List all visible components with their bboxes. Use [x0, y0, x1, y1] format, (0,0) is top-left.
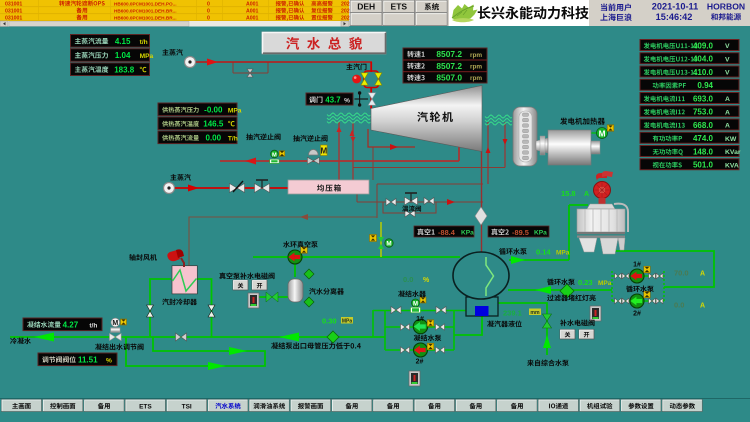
svg-text:MPa: MPa: [140, 53, 154, 60]
svg-text:2021-10-11: 2021-10-11: [652, 2, 699, 12]
svg-text:0.23: 0.23: [578, 278, 593, 287]
svg-text:4.27: 4.27: [63, 321, 79, 330]
svg-text:239.1: 239.1: [503, 309, 522, 318]
svg-text:KW: KW: [725, 136, 737, 143]
svg-text:70.0: 70.0: [674, 269, 689, 278]
svg-text:501.0: 501.0: [693, 161, 714, 170]
svg-text:753.0: 753.0: [693, 108, 714, 117]
svg-text:409.0: 409.0: [693, 41, 714, 50]
svg-text:11.51: 11.51: [78, 356, 98, 365]
svg-text:HORBON: HORBON: [707, 1, 745, 11]
svg-text:TSI: TSI: [182, 403, 192, 410]
svg-text:1#: 1#: [416, 316, 424, 323]
svg-text:146.5: 146.5: [203, 120, 224, 129]
svg-text:M: M: [320, 146, 327, 155]
svg-text:1.04: 1.04: [115, 51, 131, 60]
svg-text:V: V: [725, 70, 730, 77]
svg-text:M: M: [386, 241, 391, 248]
svg-text:410.0: 410.0: [693, 68, 714, 77]
svg-text:%: %: [344, 97, 350, 104]
svg-text:KPa: KPa: [461, 230, 474, 237]
svg-text:15.8: 15.8: [561, 189, 576, 198]
svg-text:MPa: MPa: [342, 318, 353, 324]
svg-text:-88.4: -88.4: [438, 228, 456, 237]
svg-text:-0.00: -0.00: [204, 106, 223, 115]
svg-text:A: A: [700, 303, 705, 310]
svg-text:A001: A001: [246, 8, 259, 14]
svg-text:0.0: 0.0: [674, 301, 684, 310]
svg-text:KVA: KVA: [725, 162, 739, 169]
svg-text:0.0: 0.0: [403, 275, 413, 284]
svg-text:A: A: [584, 191, 589, 198]
svg-text:M: M: [599, 129, 606, 138]
svg-text:202: 202: [341, 8, 350, 14]
svg-text:A001: A001: [246, 1, 259, 7]
svg-text:2#: 2#: [416, 359, 424, 366]
svg-text:0.14: 0.14: [536, 248, 551, 257]
svg-text:M: M: [112, 320, 118, 327]
svg-text:KPa: KPa: [534, 230, 547, 237]
svg-text:1#: 1#: [633, 262, 641, 269]
svg-text:MPa: MPa: [598, 280, 612, 287]
svg-text:0.30: 0.30: [322, 317, 337, 326]
svg-text:V: V: [725, 56, 730, 63]
svg-text:rpm: rpm: [470, 52, 482, 59]
svg-text:0.94: 0.94: [697, 81, 713, 90]
svg-text:0: 0: [207, 15, 210, 21]
svg-text:43.7: 43.7: [325, 96, 340, 105]
svg-text:%: %: [423, 277, 430, 284]
svg-text:148.0: 148.0: [693, 147, 714, 156]
svg-text:0.00: 0.00: [206, 134, 222, 143]
svg-text:ETS: ETS: [139, 403, 152, 410]
svg-text:rpm: rpm: [470, 64, 482, 71]
svg-text:668.0: 668.0: [693, 121, 714, 130]
svg-text:031001: 031001: [5, 8, 22, 14]
svg-text:A: A: [725, 96, 730, 103]
svg-text:202: 202: [341, 15, 350, 21]
svg-text:M: M: [413, 301, 418, 307]
svg-text:T/h: T/h: [228, 135, 238, 142]
svg-text:4.15: 4.15: [115, 37, 131, 46]
svg-text:183.8: 183.8: [114, 65, 135, 74]
svg-text:8507.2: 8507.2: [436, 61, 462, 71]
svg-text:rpm: rpm: [470, 75, 482, 82]
svg-text:KVar: KVar: [725, 149, 741, 156]
svg-text:HB600.0PCM1001.DEH.BR...: HB600.0PCM1001.DEH.BR...: [114, 15, 177, 20]
svg-text:-89.5: -89.5: [512, 228, 529, 237]
svg-text:202: 202: [341, 1, 350, 7]
svg-text:031001: 031001: [5, 15, 22, 21]
svg-text:8507.2: 8507.2: [436, 49, 462, 59]
svg-text:0: 0: [207, 1, 210, 7]
svg-text:HB600.0PCM1001.DEH.BR...: HB600.0PCM1001.DEH.BR...: [114, 8, 177, 13]
svg-text:15:46:42: 15:46:42: [656, 12, 693, 22]
svg-text:MPa: MPa: [556, 250, 570, 257]
svg-text:693.0: 693.0: [693, 94, 714, 103]
svg-text:t/h: t/h: [140, 39, 148, 46]
svg-text:8507.0: 8507.0: [436, 73, 462, 83]
svg-text:A001: A001: [246, 15, 259, 21]
svg-text:HB600.0PCM1001.DEH.PO...: HB600.0PCM1001.DEH.PO...: [114, 1, 177, 6]
svg-text:M: M: [272, 152, 277, 158]
svg-text:031001: 031001: [5, 1, 22, 7]
svg-text:mm: mm: [530, 310, 540, 316]
svg-text:DEH: DEH: [357, 2, 375, 12]
svg-text:0: 0: [207, 8, 210, 14]
svg-text:t/h: t/h: [89, 322, 97, 329]
svg-text:A: A: [700, 271, 705, 278]
svg-text:V: V: [725, 43, 730, 50]
svg-text:2#: 2#: [633, 311, 641, 318]
svg-text:474.0: 474.0: [693, 134, 714, 143]
svg-text:ETS: ETS: [391, 2, 408, 12]
svg-text:MPa: MPa: [228, 107, 242, 114]
svg-text:A: A: [725, 109, 730, 116]
svg-text:A: A: [725, 123, 730, 130]
svg-text:%: %: [106, 357, 112, 364]
svg-text:404.0: 404.0: [693, 55, 714, 64]
